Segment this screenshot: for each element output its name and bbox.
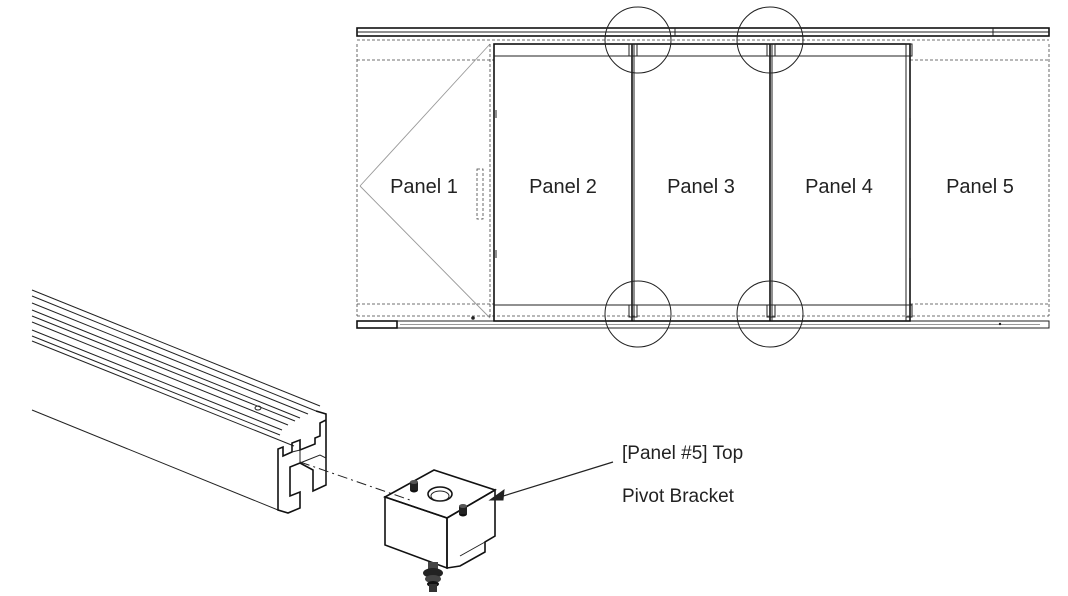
- top-pivot-bracket: [383, 469, 497, 592]
- panel-3-label: Panel 3: [667, 176, 735, 198]
- track-extrusion: [31, 289, 411, 514]
- door-plan-view: Panel 1 Panel 2 Panel 3 Panel 4 Panel 5: [356, 6, 1050, 348]
- callout-label-line-2: Pivot Bracket: [622, 486, 735, 507]
- panel-frames: [493, 43, 913, 322]
- top-track: [356, 27, 1050, 41]
- callout-label-line-1: [Panel #5] Top: [622, 443, 743, 464]
- panel-4-label: Panel 4: [805, 176, 873, 198]
- hinge-highlight-circles: [604, 6, 804, 348]
- panel-5-label: Panel 5: [946, 176, 1014, 198]
- panel-1-swing-lines: [359, 43, 491, 319]
- callout-leader: [488, 461, 614, 501]
- panel-1-label: Panel 1: [390, 176, 458, 198]
- bottom-track: [356, 315, 1050, 329]
- handle-slot: [476, 168, 484, 220]
- panel-2-label: Panel 2: [529, 176, 597, 198]
